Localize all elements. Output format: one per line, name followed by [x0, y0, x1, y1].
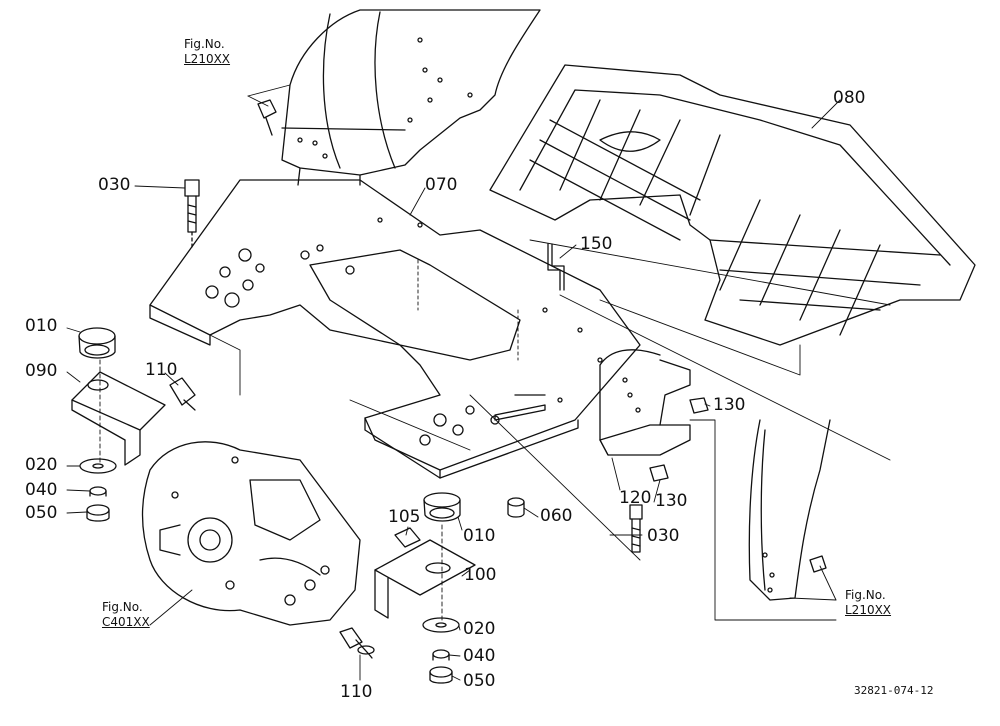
fig-ref-left[interactable]: Fig.No. C401XX	[102, 600, 150, 630]
fig-ref-left-line2: C401XX	[102, 615, 150, 629]
washer-020-center	[422, 617, 460, 633]
part-label-070: 070	[425, 175, 458, 195]
fig-ref-left-line1: Fig.No.	[102, 600, 143, 614]
spacer-105	[394, 527, 421, 548]
part-label-120: 120	[619, 488, 652, 508]
nut-040-center	[432, 649, 450, 661]
hook-150	[547, 243, 565, 291]
part-label-150: 150	[580, 234, 613, 254]
part-label-030-upper: 030	[98, 175, 131, 195]
bolt-130-lower	[649, 464, 669, 482]
fig-ref-top-line2: L210XX	[184, 52, 231, 66]
part-label-110-lower: 110	[340, 682, 373, 702]
part-label-020-center: 020	[463, 619, 496, 639]
fig-ref-top[interactable]: Fig.No. L210XX	[184, 37, 230, 67]
bracket-100	[374, 539, 476, 619]
alignment-lines	[99, 239, 891, 621]
fig-ref-right-line1: Fig.No.	[845, 588, 886, 602]
drawing-number: 32821-074-12	[854, 684, 934, 697]
nut-050-left	[86, 504, 110, 522]
fig-ref-right-line2: L210XX	[845, 603, 892, 617]
collar-060	[507, 497, 525, 518]
leader-lines	[66, 84, 841, 681]
part-label-090: 090	[25, 361, 58, 381]
part-label-130-upper: 130	[713, 395, 746, 415]
bolt-030-lower	[629, 504, 643, 553]
lower-fender-panel	[748, 419, 831, 601]
transmission-housing	[141, 441, 361, 626]
part-label-010-left: 010	[25, 316, 58, 336]
bolt-110-upper	[169, 377, 196, 411]
upper-body-panel	[281, 9, 541, 186]
part-label-020-left: 020	[25, 455, 58, 475]
mount-rubber-010-center	[423, 492, 461, 522]
part-label-010-center: 010	[463, 526, 496, 546]
part-label-130-lower: 130	[655, 491, 688, 511]
fig-ref-top-line1: Fig.No.	[184, 37, 225, 51]
part-label-050-center: 050	[463, 671, 496, 691]
part-label-105: 105	[388, 507, 421, 527]
part-label-060: 060	[540, 506, 573, 526]
part-label-040-left: 040	[25, 480, 58, 500]
bolt-top-fig	[257, 99, 277, 136]
floor-plate	[149, 179, 641, 479]
bracket-120	[599, 349, 691, 456]
part-label-050-left: 050	[25, 503, 58, 523]
part-label-030-lower: 030	[647, 526, 680, 546]
mount-rubber-010-left	[78, 327, 116, 359]
part-label-040-center: 040	[463, 646, 496, 666]
bolt-110-lower	[339, 627, 375, 659]
nut-050-center	[429, 666, 453, 684]
bracket-090	[71, 371, 166, 466]
part-label-080: 080	[833, 88, 866, 108]
part-label-110-upper: 110	[145, 360, 178, 380]
bolt-130-upper	[689, 397, 709, 414]
washer-020-left	[79, 458, 117, 474]
floor-mat	[489, 64, 976, 346]
part-label-100: 100	[464, 565, 497, 585]
nut-040-left	[89, 486, 107, 497]
fig-ref-right[interactable]: Fig.No. L210XX	[845, 588, 891, 618]
